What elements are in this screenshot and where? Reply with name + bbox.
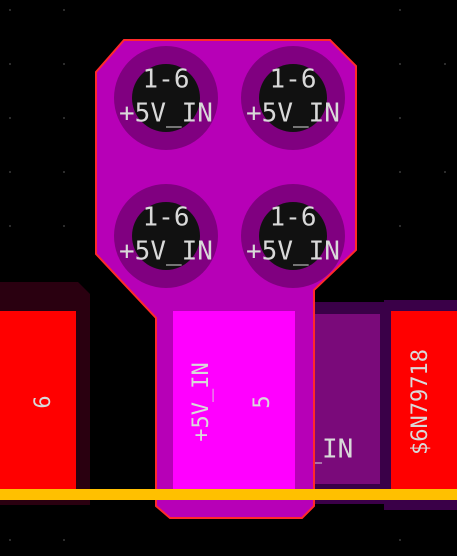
via-net: +5V_IN [246, 237, 340, 267]
grid-dots [9, 9, 446, 541]
via-number: 1-6 [143, 65, 190, 95]
left-pad-number: 6 [31, 395, 56, 408]
right-pad-copper [391, 311, 457, 489]
via-hole [132, 64, 200, 132]
via-hole [259, 202, 327, 270]
via-net: +5V_IN [119, 99, 213, 129]
center-pad-copper [173, 311, 295, 489]
left-pad[interactable]: 6 [0, 282, 90, 505]
left-pad-copper [0, 311, 76, 489]
via-bottom-left[interactable]: 1-6 +5V_IN [114, 184, 218, 288]
center-pad-net: +5V_IN [189, 362, 214, 441]
right-pad-net: $6N79718 [408, 349, 433, 455]
via-net: +5V_IN [119, 237, 213, 267]
via-net: +5V_IN [246, 99, 340, 129]
via-top-left[interactable]: 1-6 +5V_IN [114, 46, 218, 150]
center-pad-number: 5 [250, 395, 275, 408]
track-horizontal[interactable] [0, 489, 457, 500]
via-number: 1-6 [143, 203, 190, 233]
via-hole [132, 202, 200, 270]
via-top-right[interactable]: 1-6 +5V_IN [241, 46, 345, 150]
via-bottom-right[interactable]: 1-6 +5V_IN [241, 184, 345, 288]
via-number: 1-6 [270, 203, 317, 233]
right-pad[interactable]: $6N79718 [384, 300, 457, 510]
via-number: 1-6 [270, 65, 317, 95]
via-hole [259, 64, 327, 132]
center-pad[interactable]: +5V_IN 5 [173, 311, 295, 489]
